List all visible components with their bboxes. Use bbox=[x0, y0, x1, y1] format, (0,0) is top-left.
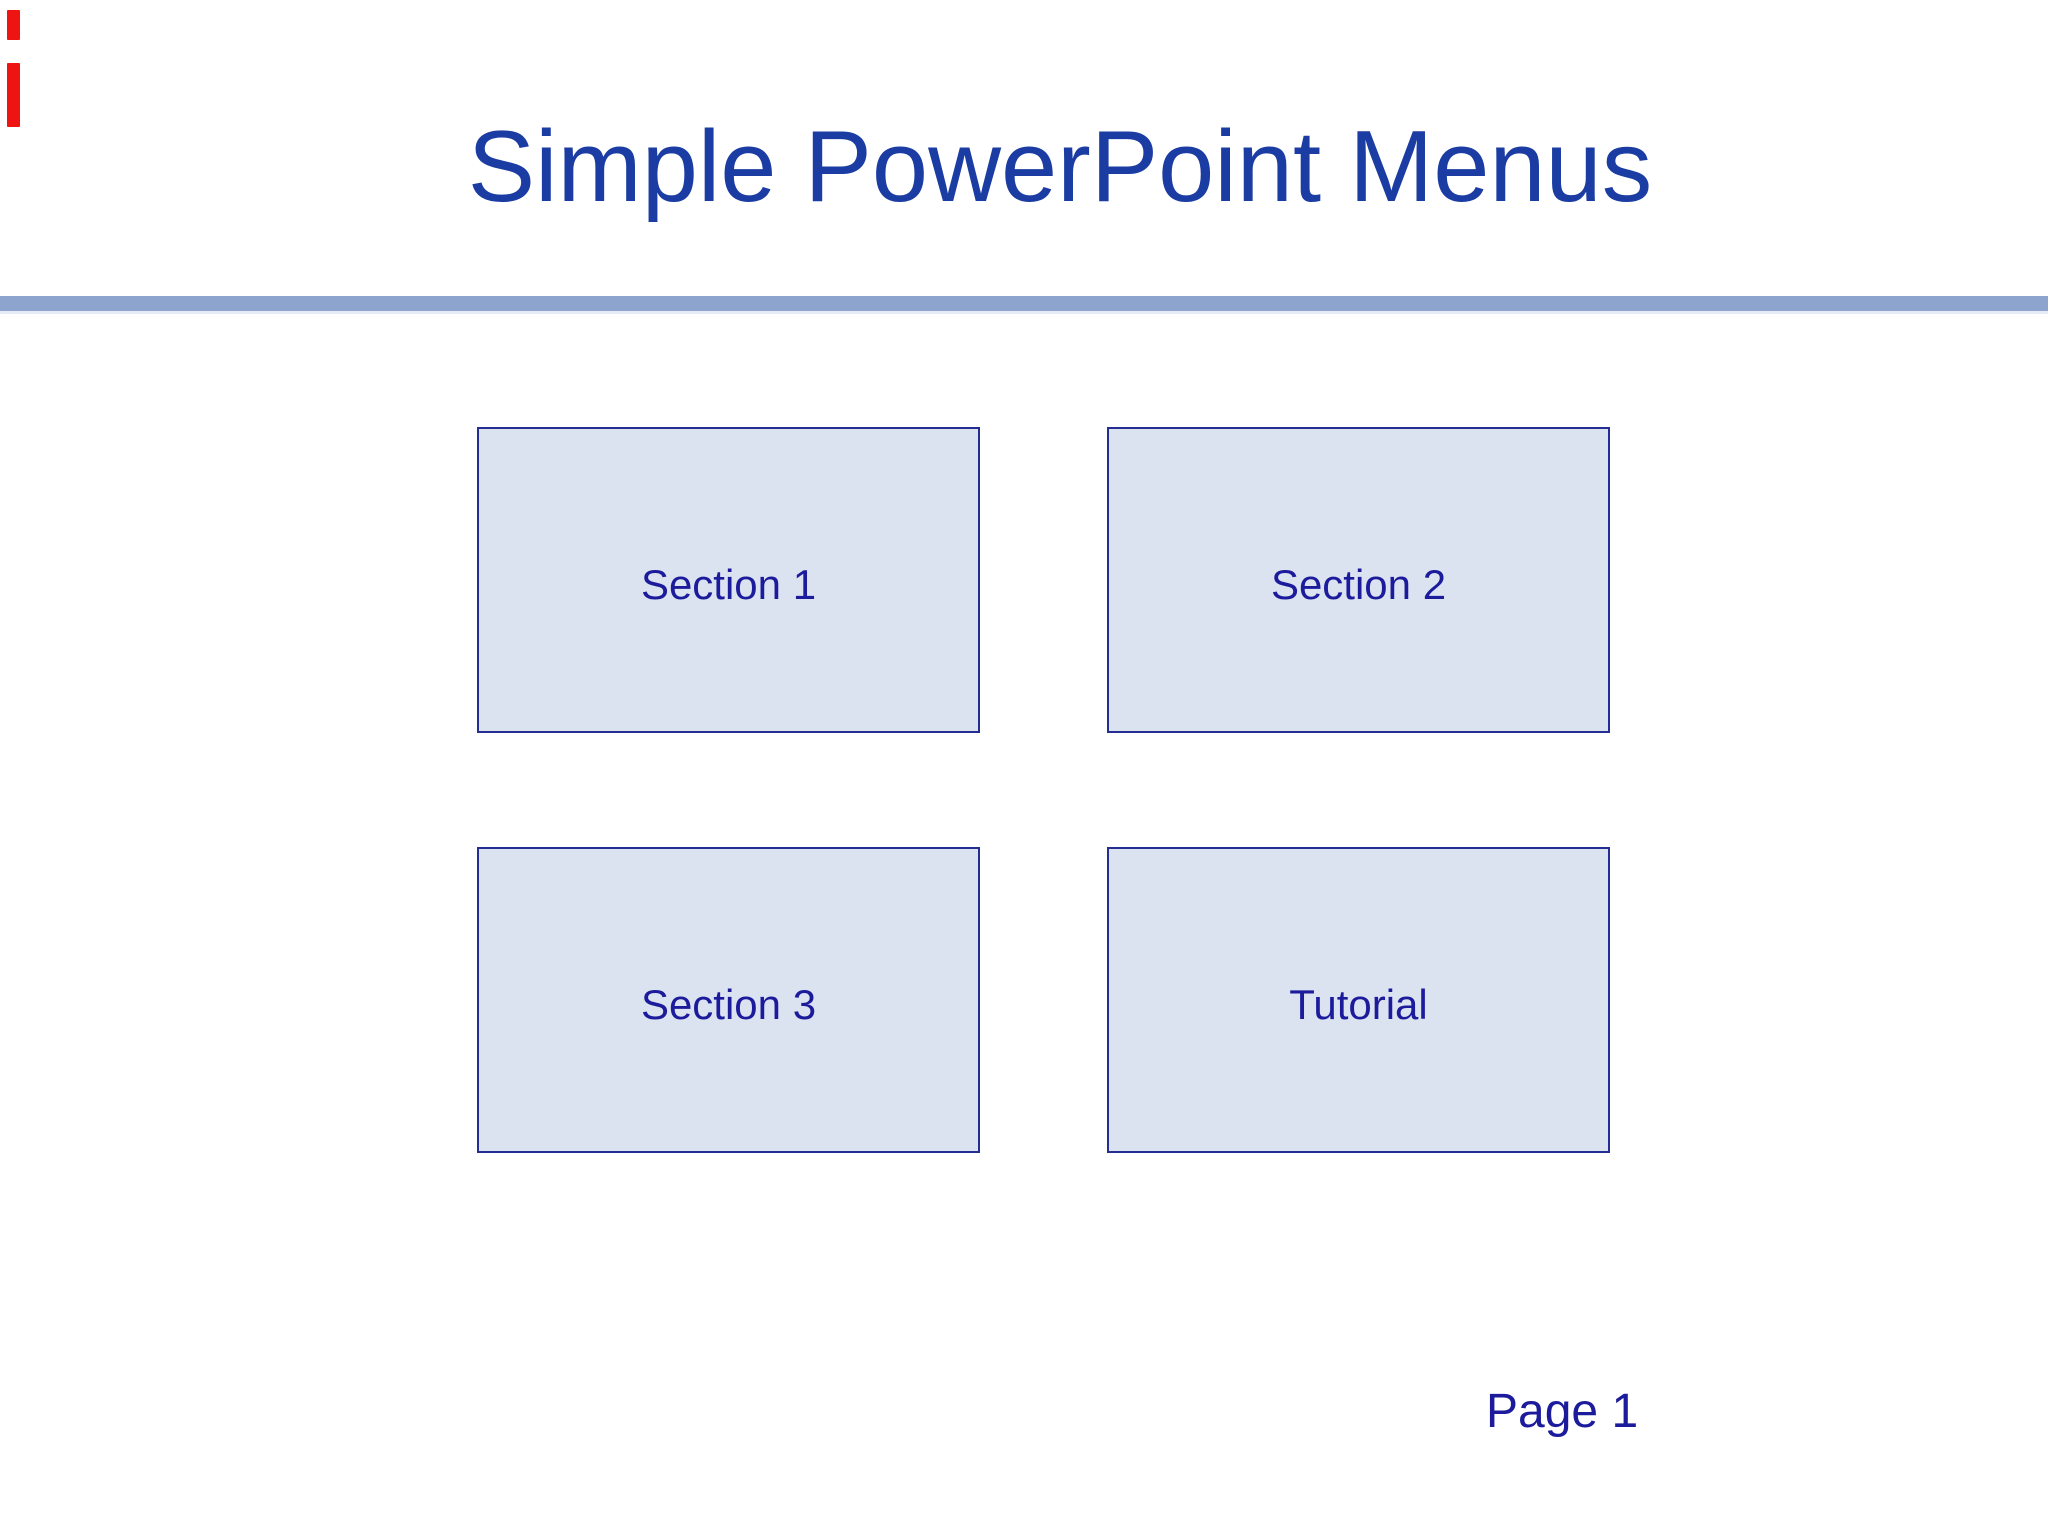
menu-button-section-2[interactable]: Section 2 bbox=[1107, 427, 1610, 733]
menu-button-tutorial[interactable]: Tutorial bbox=[1107, 847, 1610, 1153]
red-edge-marker-top bbox=[7, 10, 20, 40]
red-edge-marker-bottom bbox=[7, 63, 20, 127]
title-divider-bar bbox=[0, 296, 2048, 314]
menu-button-label: Section 3 bbox=[640, 981, 817, 1028]
menu-button-label: Tutorial bbox=[1289, 981, 1428, 1028]
slide-title: Simple PowerPoint Menus bbox=[467, 111, 1653, 223]
menu-button-section-1[interactable]: Section 1 bbox=[477, 427, 980, 733]
page-number: Page 1 bbox=[1486, 1385, 1639, 1438]
menu-button-label: Section 1 bbox=[640, 561, 817, 608]
menu-button-section-3[interactable]: Section 3 bbox=[477, 847, 980, 1153]
menu-button-label: Section 2 bbox=[1270, 561, 1447, 608]
